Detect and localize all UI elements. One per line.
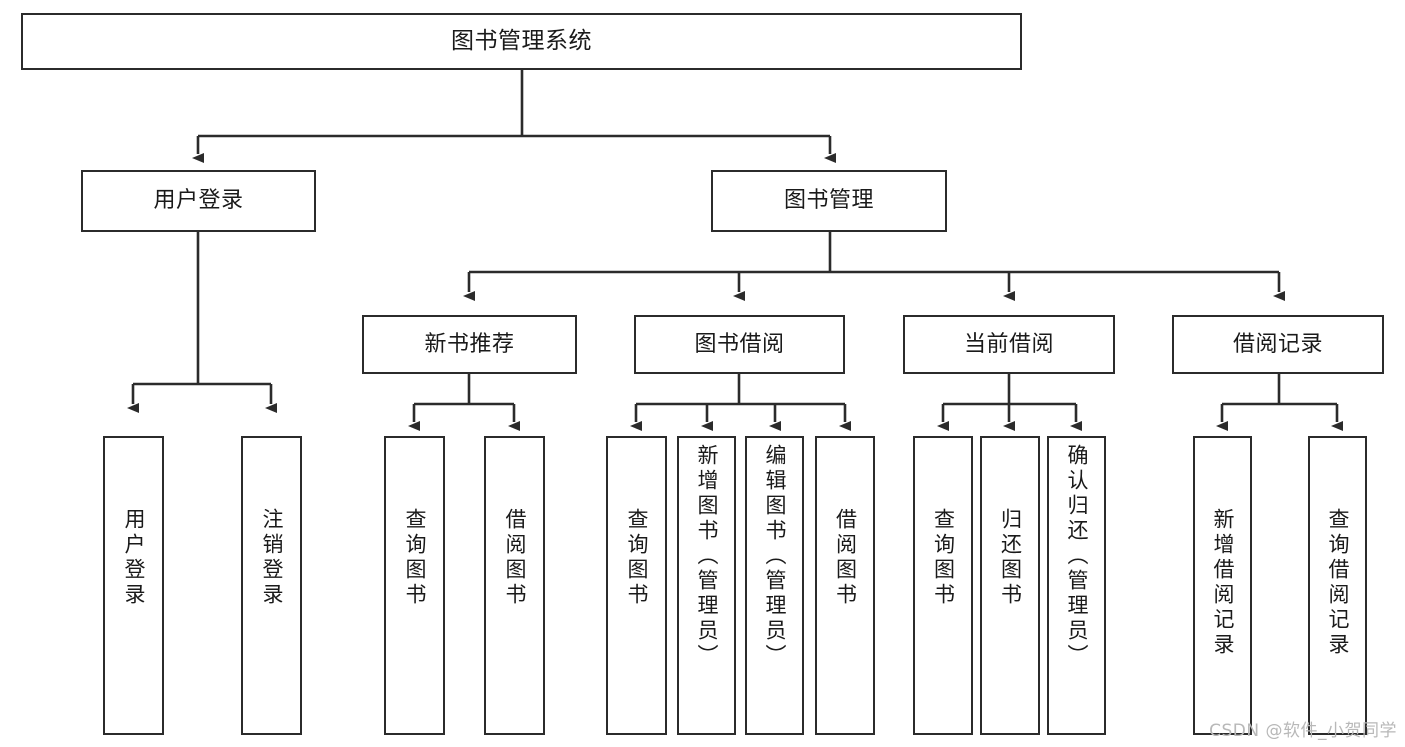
node-label: 注销登录 — [260, 508, 284, 608]
node-label: 编辑图书（管理员） — [763, 444, 787, 669]
node-label: 借阅图书 — [503, 508, 527, 608]
node-current-borrow[interactable]: 当前借阅 — [903, 315, 1115, 374]
leaf-return-book[interactable]: 归还图书 — [980, 436, 1040, 735]
node-label: 图书管理系统 — [451, 28, 592, 55]
leaf-add-book-admin[interactable]: 新增图书（管理员） — [677, 436, 736, 735]
leaf-query-borrow-record[interactable]: 查询借阅记录 — [1308, 436, 1367, 735]
leaf-logout[interactable]: 注销登录 — [241, 436, 302, 735]
node-book-borrow[interactable]: 图书借阅 — [634, 315, 845, 374]
node-label: 查询图书 — [403, 508, 427, 608]
node-label: 新增借阅记录 — [1211, 508, 1235, 658]
node-label: 新书推荐 — [424, 331, 515, 357]
node-book-management[interactable]: 图书管理 — [711, 170, 947, 232]
node-label: 当前借阅 — [963, 331, 1054, 357]
node-borrow-record[interactable]: 借阅记录 — [1172, 315, 1384, 374]
node-label: 图书管理 — [783, 188, 874, 214]
leaf-user-login[interactable]: 用户登录 — [103, 436, 164, 735]
node-label: 查询图书 — [625, 508, 649, 608]
node-label: 借阅图书 — [833, 508, 858, 608]
node-label: 归还图书 — [998, 508, 1023, 608]
leaf-confirm-return-admin[interactable]: 确认归还（管理员） — [1047, 436, 1106, 735]
node-new-book-recommend[interactable]: 新书推荐 — [362, 315, 577, 374]
watermark: CSDN @软件_小贺同学 — [1209, 721, 1397, 741]
node-label: 查询图书 — [931, 508, 956, 608]
leaf-query-book-recommend[interactable]: 查询图书 — [384, 436, 445, 735]
node-label: 新增图书（管理员） — [695, 444, 719, 669]
node-label: 确认归还（管理员） — [1065, 444, 1089, 669]
node-root-library-system[interactable]: 图书管理系统 — [21, 13, 1022, 70]
node-label: 借阅记录 — [1232, 331, 1323, 357]
leaf-edit-book-admin[interactable]: 编辑图书（管理员） — [745, 436, 804, 735]
node-label: 用户登录 — [122, 508, 146, 608]
leaf-borrow-book[interactable]: 借阅图书 — [815, 436, 875, 735]
leaf-query-book-borrow[interactable]: 查询图书 — [606, 436, 667, 735]
node-label: 图书借阅 — [694, 331, 785, 357]
leaf-borrow-book-recommend[interactable]: 借阅图书 — [484, 436, 545, 735]
leaf-add-borrow-record[interactable]: 新增借阅记录 — [1193, 436, 1252, 735]
node-label: 用户登录 — [153, 188, 244, 214]
node-label: 查询借阅记录 — [1326, 508, 1350, 658]
node-user-login[interactable]: 用户登录 — [81, 170, 316, 232]
leaf-query-book-current[interactable]: 查询图书 — [913, 436, 973, 735]
